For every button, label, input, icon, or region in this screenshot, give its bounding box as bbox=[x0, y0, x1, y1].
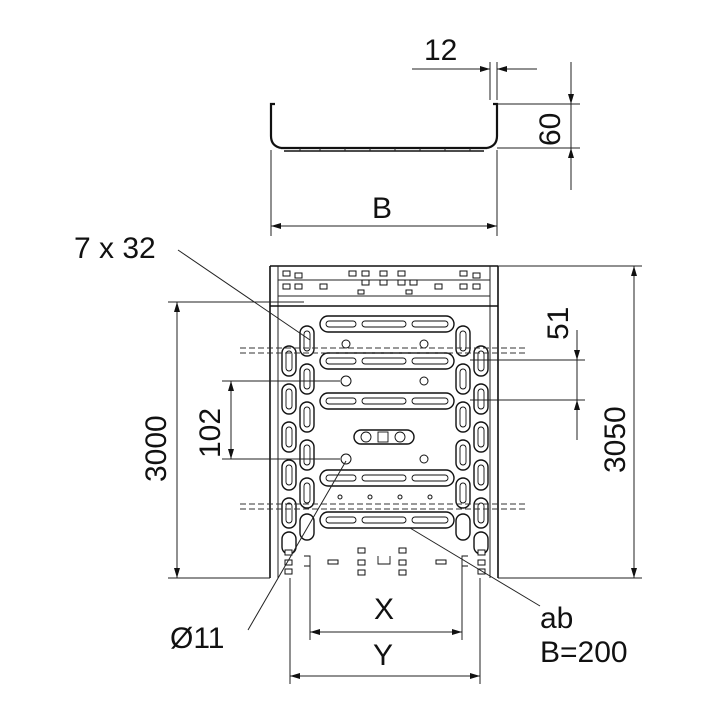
cross-section-view: 12 60 B bbox=[269, 34, 580, 236]
label-x: X bbox=[374, 593, 394, 626]
dimension-x: X bbox=[309, 560, 463, 640]
label-y: Y bbox=[373, 639, 393, 672]
base-perforation-marks bbox=[299, 148, 471, 151]
label-102: 102 bbox=[194, 408, 227, 458]
vertical-slots-right bbox=[455, 325, 489, 555]
label-12: 12 bbox=[424, 34, 457, 67]
leader-hole-pattern: 7 x 32 bbox=[74, 232, 311, 341]
coupler-holes-top bbox=[282, 270, 481, 295]
label-diameter-11: Ø11 bbox=[170, 622, 224, 655]
left-side-wall bbox=[269, 102, 282, 150]
label-60: 60 bbox=[534, 113, 567, 146]
label-b200: B=200 bbox=[540, 636, 628, 669]
label-7x32: 7 x 32 bbox=[74, 232, 156, 265]
horizontal-slots bbox=[319, 315, 455, 529]
dashed-reference-lines bbox=[240, 347, 525, 510]
round-holes bbox=[337, 339, 433, 500]
dimension-3050: 3050 bbox=[498, 265, 642, 579]
vertical-slots-left bbox=[281, 325, 315, 555]
dimension-60: 60 bbox=[497, 62, 580, 190]
label-51: 51 bbox=[542, 307, 575, 340]
obo-marking bbox=[353, 429, 415, 445]
coupler-holes-bottom bbox=[284, 547, 486, 576]
dimension-12: 12 bbox=[412, 34, 537, 100]
label-b: B bbox=[372, 192, 392, 225]
right-side-wall bbox=[486, 102, 499, 150]
leader-ab-note: ab B=200 bbox=[409, 527, 628, 669]
plan-view: 3050 51 3000 102 bbox=[74, 232, 642, 684]
dimension-b: B bbox=[270, 150, 498, 236]
dimension-y: Y bbox=[289, 578, 481, 684]
leader-hole-diameter: Ø11 bbox=[170, 460, 347, 655]
dimension-51: 51 bbox=[470, 307, 585, 440]
label-3000: 3000 bbox=[140, 415, 173, 482]
label-ab: ab bbox=[540, 602, 573, 635]
dimension-3000: 3000 bbox=[140, 301, 304, 579]
dimension-102: 102 bbox=[194, 380, 340, 460]
label-3050: 3050 bbox=[599, 406, 632, 473]
